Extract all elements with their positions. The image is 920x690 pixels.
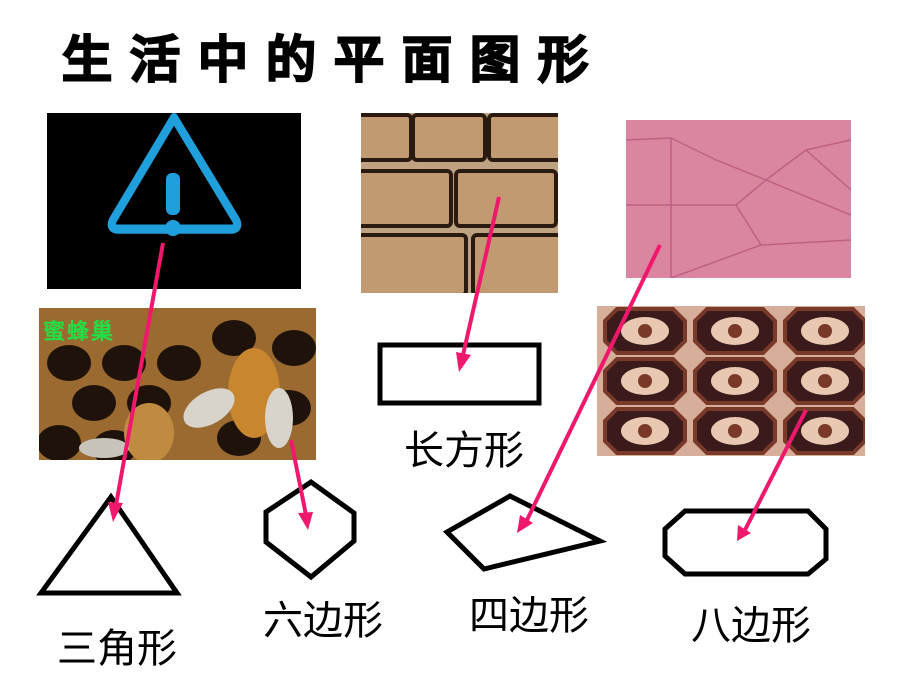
- slide-title: 生活中的平面图形: [61, 30, 606, 90]
- label-octagon: 八边形: [691, 603, 811, 649]
- label-rectangle: 长方形: [404, 428, 524, 474]
- pink-tiles-image: [626, 120, 851, 278]
- label-hexagon: 六边形: [263, 598, 383, 644]
- hexagon-shape: [263, 478, 357, 581]
- triangle-shape: [36, 492, 182, 596]
- label-quadrilateral: 四边形: [469, 593, 589, 639]
- quadrilateral-shape: [442, 493, 608, 572]
- rectangle-shape: [377, 342, 542, 406]
- honeycomb-image: 蜜蜂巢: [39, 308, 316, 460]
- warning-sign-image: [47, 113, 301, 289]
- carpet-image: [597, 306, 865, 456]
- label-triangle: 三角形: [57, 626, 177, 672]
- honeycomb-caption: 蜜蜂巢: [43, 320, 116, 345]
- brick-wall-image: [361, 113, 558, 293]
- warning-triangle-icon: [107, 113, 242, 236]
- octagon-shape: [662, 508, 829, 577]
